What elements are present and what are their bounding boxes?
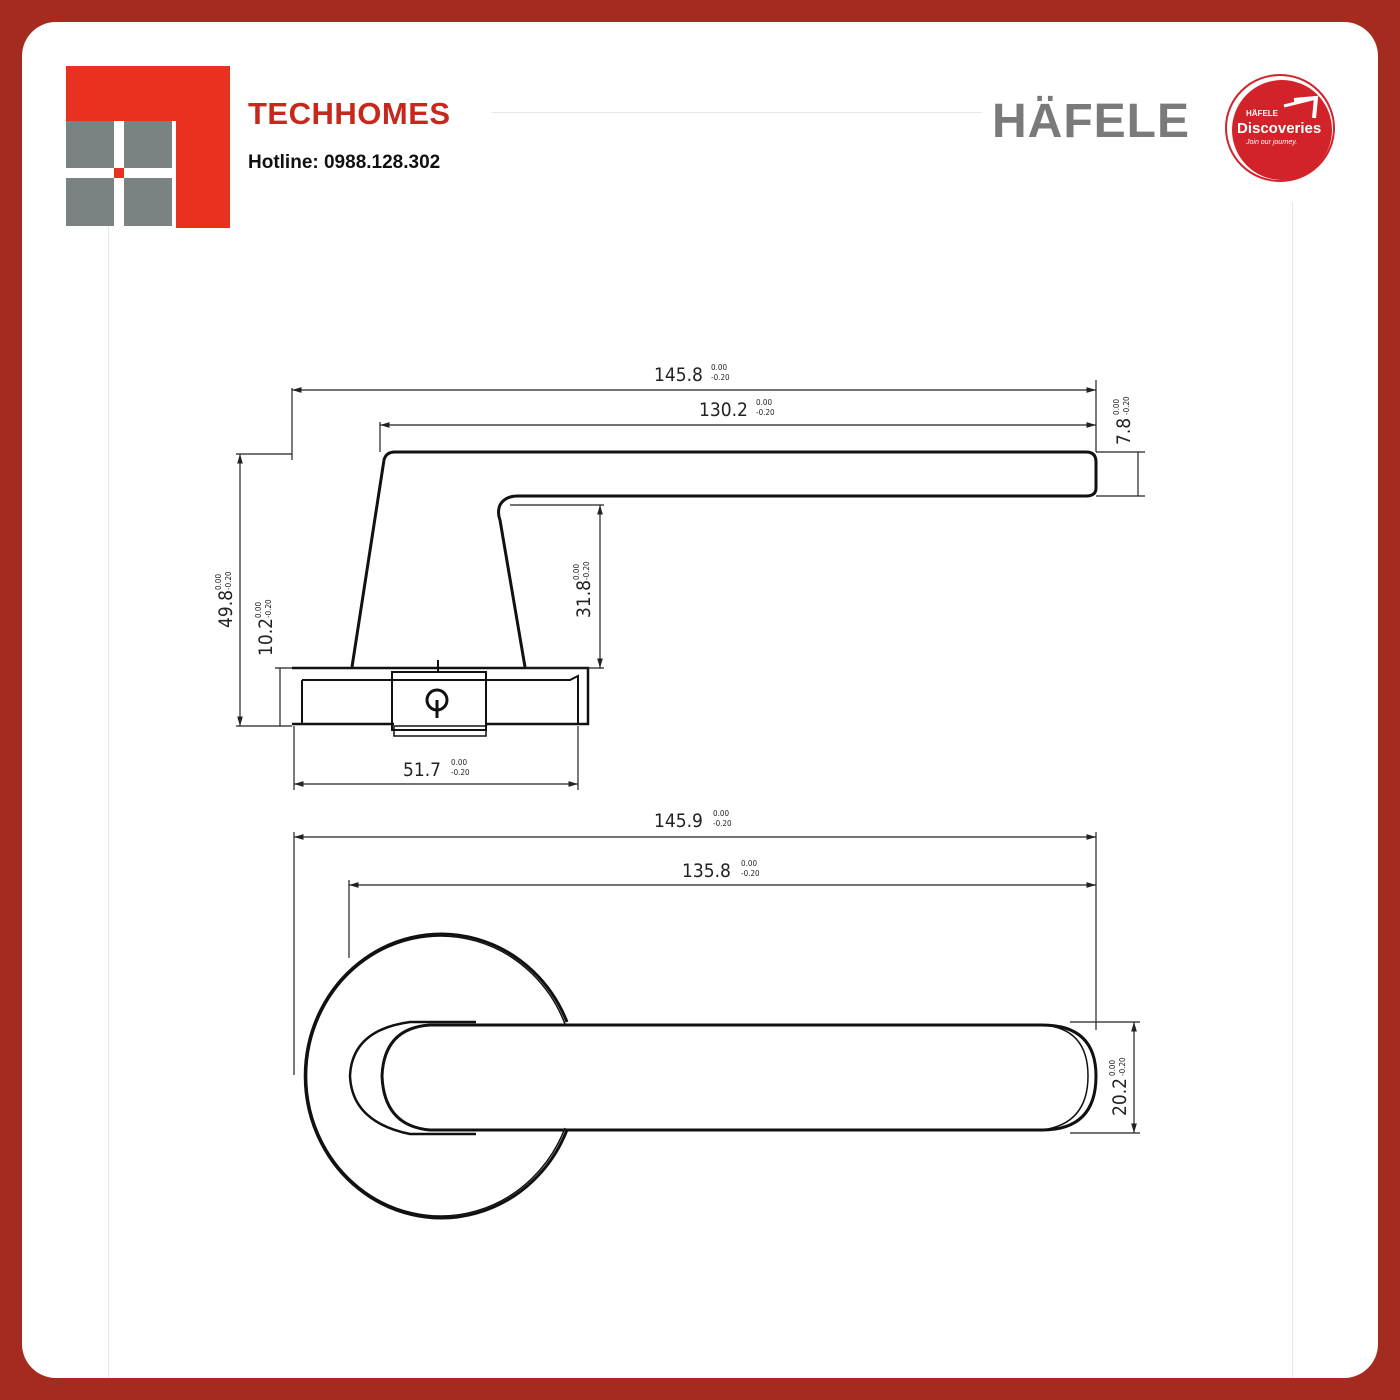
badge-title-text: Discoveries — [1237, 120, 1322, 137]
top-view-rose-outline — [303, 932, 569, 1220]
svg-text:-0.20: -0.20 — [264, 599, 273, 618]
drawing-sheet: TECHHOMES Hotline: 0988.128.302 HÄFELE H… — [22, 22, 1378, 1378]
dim-label-neck-height: 31.8 — [573, 580, 595, 618]
guide-line-top — [492, 112, 982, 113]
svg-text:-0.20: -0.20 — [1122, 396, 1131, 415]
dim-label-top-lever-length: 135.8 — [682, 860, 731, 882]
svg-text:-0.20: -0.20 — [582, 561, 591, 580]
svg-text:-0.20: -0.20 — [713, 819, 732, 828]
dim-label-rose-height: 10.2 — [255, 618, 277, 656]
side-view — [292, 450, 1098, 737]
svg-text:0.00: 0.00 — [756, 398, 772, 407]
guide-line-left — [108, 202, 109, 1378]
dim-label-lever-length: 130.2 — [699, 399, 748, 421]
svg-text:0.00: 0.00 — [741, 859, 757, 868]
brand-name: TECHHOMES — [248, 96, 451, 131]
top-view-dimensions — [293, 832, 1140, 1134]
dim-label-overall-length: 145.8 — [654, 364, 703, 386]
side-view-rose-outline — [292, 666, 590, 726]
badge-tagline-text: Join our journey. — [1246, 139, 1298, 146]
svg-text:0.00: 0.00 — [214, 574, 223, 590]
svg-text:-0.20: -0.20 — [451, 768, 470, 777]
dim-label-overall-height: 49.8 — [215, 590, 237, 628]
svg-text:-0.20: -0.20 — [756, 408, 775, 417]
svg-text:-0.20: -0.20 — [711, 373, 730, 382]
top-view-rose-inner — [348, 1020, 476, 1136]
svg-text:0.00: 0.00 — [1112, 399, 1121, 415]
svg-text:-0.20: -0.20 — [741, 869, 760, 878]
guide-line-right — [1292, 202, 1293, 1378]
svg-text:0.00: 0.00 — [1108, 1060, 1117, 1076]
dim-label-top-lever-width: 20.2 — [1109, 1078, 1131, 1116]
side-view-lever-outline — [350, 450, 1098, 668]
dim-label-rose-width: 51.7 — [403, 759, 441, 781]
discoveries-badge: HÄFELE Discoveries Join our journey. — [1224, 72, 1336, 184]
svg-text:-0.20: -0.20 — [224, 571, 233, 590]
svg-text:0.00: 0.00 — [451, 758, 467, 767]
svg-text:0.00: 0.00 — [572, 564, 581, 580]
discoveries-badge-icon — [1225, 74, 1335, 182]
dim-label-lever-thickness: 7.8 — [1113, 418, 1135, 445]
dim-label-top-overall-length: 145.9 — [654, 810, 703, 832]
svg-text:0.00: 0.00 — [254, 602, 263, 618]
svg-text:-0.20: -0.20 — [1118, 1057, 1127, 1076]
hotline-text: Hotline: 0988.128.302 — [248, 152, 441, 173]
top-view — [303, 932, 1098, 1220]
svg-text:0.00: 0.00 — [713, 809, 729, 818]
badge-brand-text: HÄFELE — [1246, 109, 1278, 118]
side-view-dimensions — [236, 380, 1145, 790]
top-view-lever-outline — [380, 1023, 1098, 1132]
svg-text:0.00: 0.00 — [711, 363, 727, 372]
partner-logo-text: HÄFELE — [992, 95, 1190, 148]
techhomes-logo-icon — [66, 66, 230, 228]
